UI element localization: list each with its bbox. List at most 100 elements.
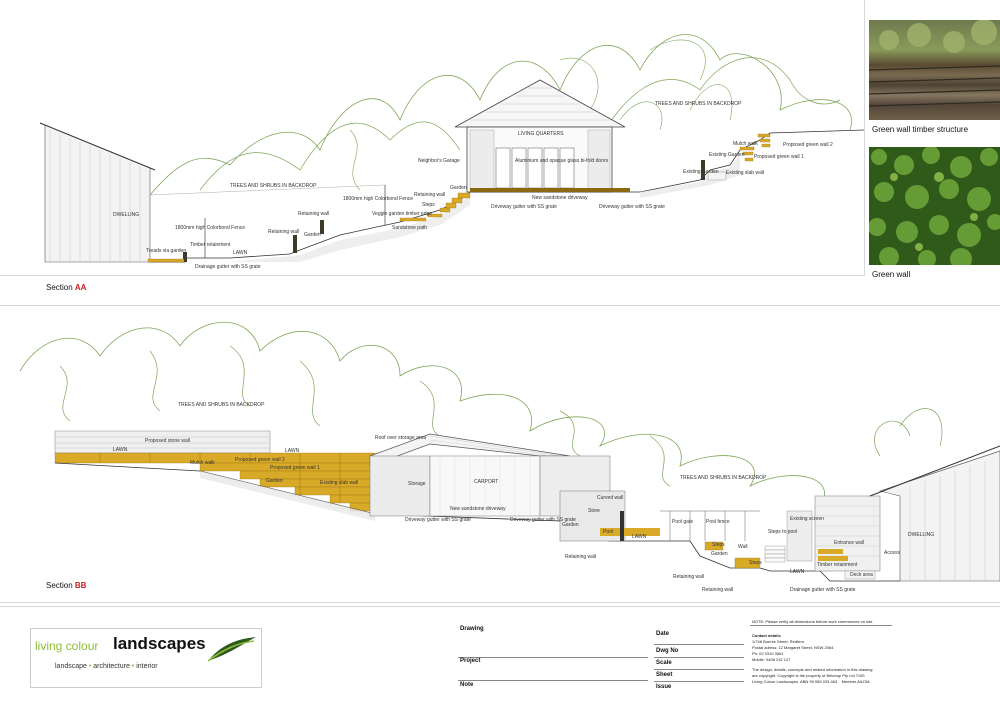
aa-living-quarters-label: LIVING QUARTERS xyxy=(518,131,564,137)
bb-curved-wall-label: Curved wall xyxy=(597,495,623,501)
mobile-text: Mobile: 0408 232 127 xyxy=(752,657,791,662)
green-wall-timber-photo xyxy=(869,20,1000,120)
aa-gutter-2-label: Driveway gutter with SS grate xyxy=(599,204,665,210)
aa-new-driveway-label: New sandstone driveway xyxy=(532,195,588,201)
aa-existing-garden-1: Existing Garden xyxy=(683,169,719,175)
logo-left-text: living colour xyxy=(35,639,99,653)
aa-veggie-label: Veggie garden timber edge xyxy=(372,211,432,217)
bb-gutter-1-label: Driveway gutter with SS grate xyxy=(405,517,471,523)
dwg-rule xyxy=(654,657,744,658)
section-aa-title-prefix: Section xyxy=(46,283,75,292)
section-bb-drawing: TREES AND SHRUBS IN BACKDROP TREES AND S… xyxy=(19,321,1000,593)
bb-trees-right-label: TREES AND SHRUBS IN BACKDROP xyxy=(680,475,767,481)
aa-retaining-wall-1: Retaining wall xyxy=(268,229,299,235)
section-bb-frame: TREES AND SHRUBS IN BACKDROP TREES AND S… xyxy=(0,305,1000,603)
bb-garden-2-label: Garden xyxy=(562,522,579,528)
bb-carport-label: CARPORT xyxy=(474,479,498,485)
section-bb-title-code: BB xyxy=(74,581,87,590)
aa-trees-left-label: TREES AND SHRUBS IN BACKDROP xyxy=(230,183,317,189)
bb-garden-3-label: Garden xyxy=(711,551,728,557)
aa-trees-right-label: TREES AND SHRUBS IN BACKDROP xyxy=(655,101,742,107)
aa-treads-label: Treads via garden xyxy=(146,248,186,254)
aa-green-wall-1-label: Proposed green wall 1 xyxy=(754,154,804,160)
sheet-rule xyxy=(654,681,744,682)
green-photo-texture xyxy=(869,147,1000,265)
logo-right-text: landscapes xyxy=(113,634,206,653)
phone-text: Ph: 02 9310 3561 xyxy=(752,651,784,656)
section-bb-title: Section BB xyxy=(46,581,86,590)
bb-tree-canopy xyxy=(19,321,825,507)
bb-retaining-wall-3: Retaining wall xyxy=(702,587,733,593)
contact-block: Contact details 1/748 Bourke Street, Red… xyxy=(752,633,992,685)
timber-photo-texture xyxy=(869,20,1000,107)
bb-access-label: Access xyxy=(884,550,901,556)
section-aa-title-code: AA xyxy=(74,283,87,292)
aa-retaining-wall-2: Retaining wall xyxy=(298,211,329,217)
bb-store-label: Store xyxy=(588,508,600,514)
bb-deck-area-label: Deck area xyxy=(850,572,873,578)
aa-tree-canopy xyxy=(149,34,852,196)
bb-garden-1-label: Garden xyxy=(266,478,283,484)
bb-retaining-wall-1: Retaining wall xyxy=(565,554,596,560)
aa-gutter-1-label: Driveway gutter with SS grate xyxy=(491,204,557,210)
bb-new-driveway-label: New sandstone driveway xyxy=(450,506,506,512)
bb-timber-retainment-label: Timber retainment xyxy=(817,562,858,568)
copyright-1: The design, details, concepts and relate… xyxy=(752,667,873,672)
bb-steps-1-label: Steps xyxy=(712,542,725,548)
address-2: Postal adress: 12 Margaret Street, NSW 2… xyxy=(752,645,834,650)
aa-drainage-label: Drainage gutter with SS grate xyxy=(195,264,261,270)
aa-fence-2-label: 1800mm high Colorbond Fence xyxy=(343,196,413,202)
drawing-rule xyxy=(458,657,648,658)
date-label: Date xyxy=(656,631,670,637)
dwg-no-label: Dwg No xyxy=(656,648,679,654)
leaf-swoosh-icon xyxy=(207,637,256,662)
bb-lawn-3-label: LAWN xyxy=(632,534,647,540)
bb-dwelling-label: DWELLING xyxy=(908,532,934,538)
bb-lawn-2-label: LAWN xyxy=(285,448,300,454)
aa-green-wall-2-label: Proposed green wall 2 xyxy=(783,142,833,148)
bb-roof-storage-label: Roof over storage area xyxy=(375,435,426,441)
bb-existing-screen-label: Existing screen xyxy=(790,516,824,522)
bb-proposed-stone-label: Proposed stone wall xyxy=(145,438,190,444)
sheet-label: Sheet xyxy=(656,672,673,678)
note-label: Note xyxy=(460,682,474,688)
bb-gutter-2-label: Driveway gutter with SS grate xyxy=(510,517,576,523)
green-photo-caption: Green wall xyxy=(872,270,911,279)
section-bb-title-prefix: Section xyxy=(46,581,75,590)
aa-neighbors-garage-label: Neighbor's Garage xyxy=(418,158,460,164)
aa-garden-2-label: Garden xyxy=(450,185,467,191)
notice-text: NOTE: Please verify all dimensions befor… xyxy=(752,619,874,624)
date-rule xyxy=(654,644,744,645)
bb-green-wall-1-label: Proposed green wall 1 xyxy=(270,465,320,471)
bb-mulch-label: Mulch walk xyxy=(190,460,215,466)
project-label: Project xyxy=(460,658,481,664)
green-wall-photo xyxy=(869,147,1000,265)
bb-lawn-4-label: LAWN xyxy=(790,569,805,575)
copyright-3: Living Colour Landscapes. ABN 99 065 033… xyxy=(752,679,838,684)
bb-storage xyxy=(369,455,431,517)
bb-lawn-1-label: LAWN xyxy=(113,447,128,453)
aa-glass-doors-label: Aluminium and opaque glass bi-fold doors xyxy=(515,158,609,164)
scale-label: Scale xyxy=(656,660,672,666)
copyright-2: are copyright. Copyright is the property… xyxy=(752,673,865,678)
logo-dot-2: • xyxy=(131,663,135,670)
aa-steps-label: Steps xyxy=(422,202,435,208)
address-1: 1/748 Bourke Street, Redfern xyxy=(752,639,805,644)
logo-sub-1: landscape xyxy=(55,663,87,670)
project-rule xyxy=(458,680,648,681)
logo-sub-3: interior xyxy=(136,663,158,670)
bb-pool-label: Pool xyxy=(603,529,613,535)
scale-rule xyxy=(654,669,744,670)
aa-mulch-label: Mulch walk xyxy=(733,141,758,147)
issue-label: Issue xyxy=(656,684,672,690)
section-aa-frame: DWELLING TREES AND SHRUBS IN BACKDROP TR… xyxy=(0,0,865,276)
aa-garden-1-label: Garden xyxy=(304,232,321,238)
notice-rule xyxy=(750,625,892,626)
logo-sub-2: architecture xyxy=(93,663,130,670)
aa-dwelling-label: DWELLING xyxy=(113,212,139,218)
drawing-label: Drawing xyxy=(460,626,484,632)
title-block: living colour landscapes landscape • arc… xyxy=(0,606,1000,707)
member-text: Member AILDM xyxy=(841,679,870,684)
aa-retaining-wall-3: Retaining wall xyxy=(414,192,445,198)
aa-timber-retainment-label: Timber retainment xyxy=(190,242,231,248)
